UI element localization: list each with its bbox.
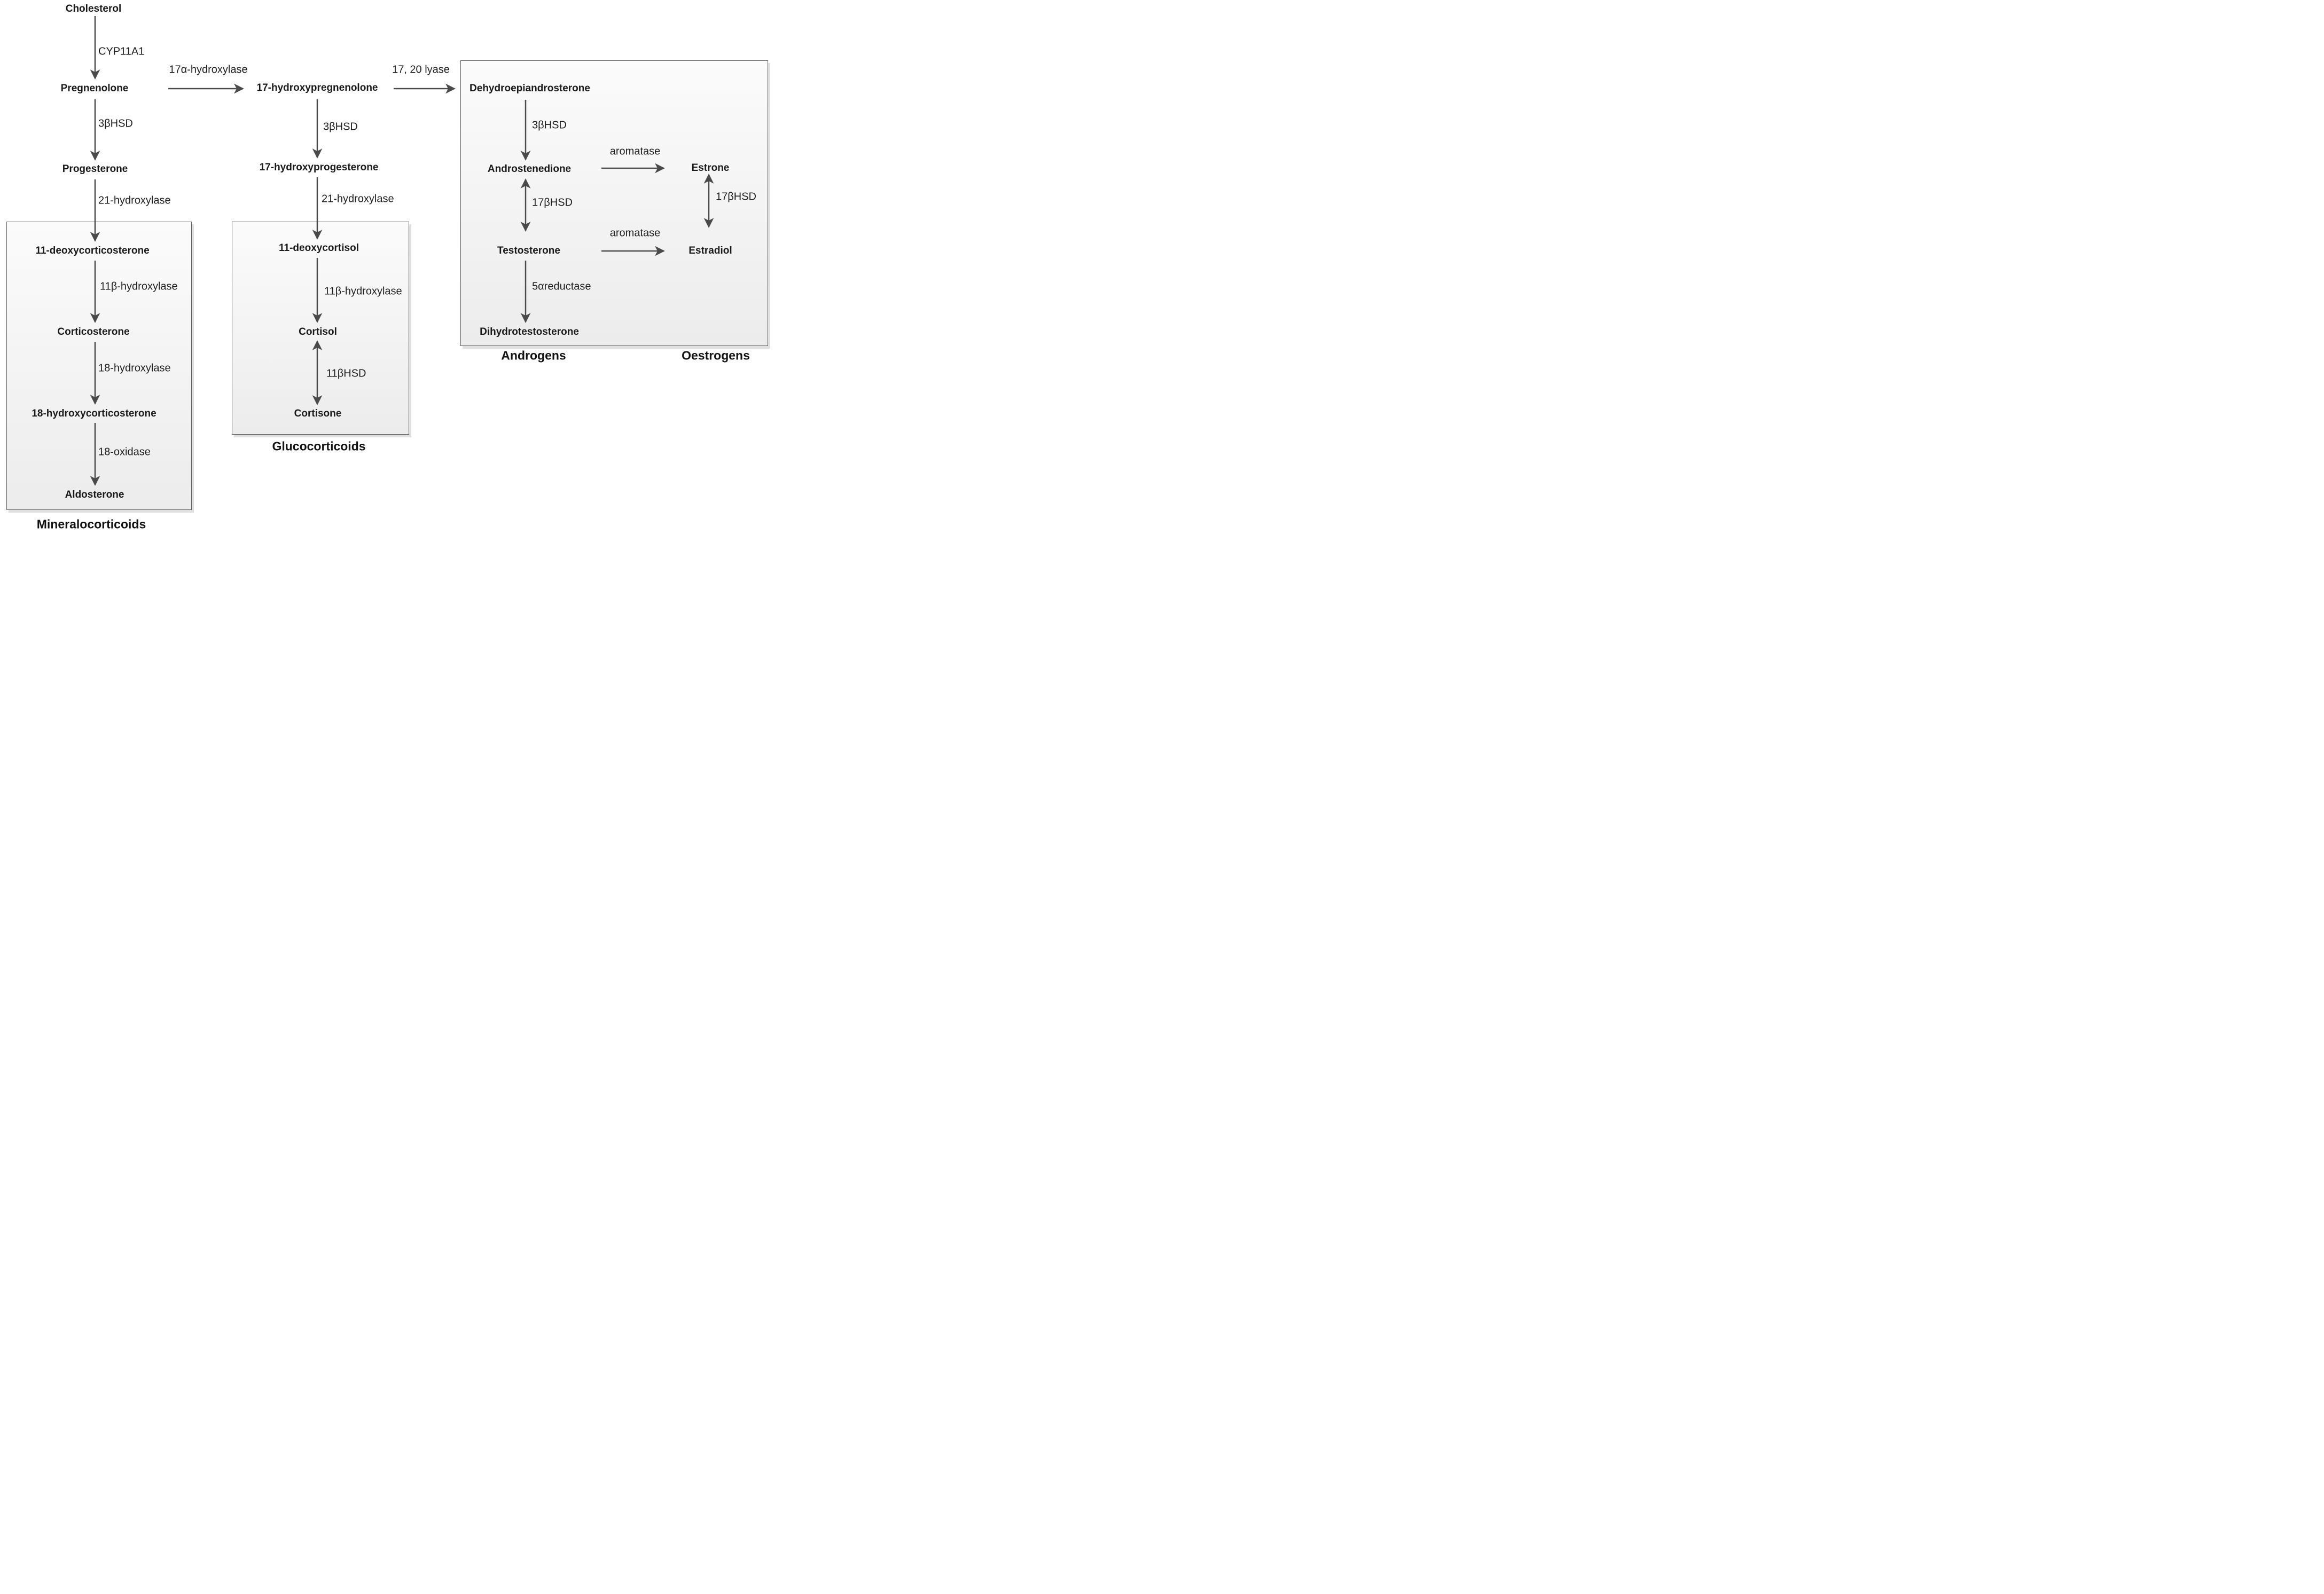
group-label-mineralocorticoids: Mineralocorticoids (36, 517, 146, 531)
enzyme-label-11bhsd: 11βHSD (326, 367, 366, 380)
enzyme-label-aromatase-top: aromatase (609, 145, 661, 158)
node-progesterone: Progesterone (62, 163, 128, 175)
group-label-oestrogens: Oestrogens (682, 348, 750, 363)
node-pregnenolone: Pregnenolone (60, 83, 129, 94)
node-11-deoxycorticosterone: 11-deoxycorticosterone (35, 245, 150, 256)
node-18-hydroxycorticosterone: 18-hydroxycorticosterone (32, 408, 157, 419)
enzyme-label-11b-hydroxylase-middle: 11β-hydroxylase (324, 285, 402, 297)
node-androstenedione: Androstenedione (487, 163, 572, 175)
enzyme-label-11b-hydroxylase-left: 11β-hydroxylase (100, 280, 178, 293)
androgens-oestrogens-box (460, 60, 768, 346)
enzyme-label-cyp11a1: CYP11A1 (98, 45, 145, 58)
node-17-hydroxypregnenolone: 17-hydroxypregnenolone (256, 82, 378, 93)
enzyme-label-3bhsd-left: 3βHSD (98, 117, 133, 130)
enzyme-label-3bhsd-middle: 3βHSD (323, 121, 358, 133)
node-testosterone: Testosterone (497, 245, 560, 256)
node-11-deoxycortisol: 11-deoxycortisol (279, 242, 359, 254)
node-dehydroepiandrosterone: Dehydroepiandrosterone (470, 83, 590, 94)
node-estrone: Estrone (691, 162, 730, 174)
node-estradiol: Estradiol (688, 245, 732, 256)
enzyme-label-21-hydroxylase-middle: 21-hydroxylase (322, 193, 394, 205)
group-label-glucocorticoids: Glucocorticoids (272, 439, 366, 453)
group-label-androgens: Androgens (501, 348, 566, 363)
enzyme-label-18-oxidase: 18-oxidase (98, 446, 151, 458)
enzyme-label-17bhsd-left: 17βHSD (532, 197, 573, 209)
node-cortisol: Cortisol (299, 326, 337, 337)
node-dihydrotestosterone: Dihydrotestosterone (480, 326, 579, 337)
enzyme-label-17-20-lyase: 17, 20 lyase (392, 64, 450, 76)
enzyme-label-18-hydroxylase: 18-hydroxylase (98, 362, 171, 374)
mineralocorticoids-box (6, 222, 192, 510)
enzyme-label-21-hydroxylase-left: 21-hydroxylase (98, 194, 171, 207)
node-aldosterone: Aldosterone (65, 489, 124, 500)
enzyme-label-5a-reductase: 5αreductase (532, 280, 591, 293)
node-17-hydroxyprogesterone: 17-hydroxyprogesterone (259, 162, 379, 173)
node-cholesterol: Cholesterol (65, 3, 122, 14)
enzyme-label-3bhsd-right: 3βHSD (532, 119, 567, 131)
enzyme-label-aromatase-bottom: aromatase (609, 227, 661, 239)
enzyme-label-17a-hydroxylase: 17α-hydroxylase (169, 64, 248, 76)
enzyme-label-17bhsd-right: 17βHSD (716, 191, 756, 203)
arrow-layer (90, 16, 714, 486)
node-cortisone: Cortisone (294, 408, 342, 419)
node-corticosterone: Corticosterone (57, 326, 130, 337)
